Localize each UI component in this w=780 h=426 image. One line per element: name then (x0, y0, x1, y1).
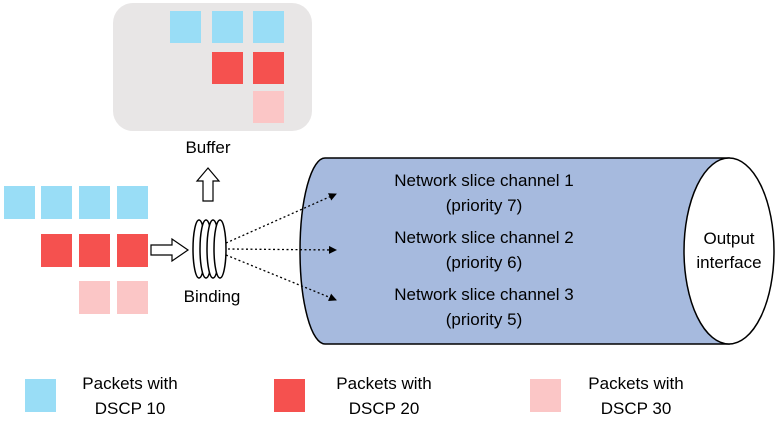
packet-dscp20 (117, 234, 148, 267)
buffer-packet-dscp30 (253, 91, 284, 123)
legend-swatch-dscp20 (274, 379, 305, 412)
legend-dscp20-line1: Packets with (336, 374, 431, 393)
network-slice-pipe (299, 157, 775, 345)
packet-dscp10 (117, 186, 148, 219)
channel-3-name: Network slice channel 3 (394, 285, 574, 304)
packet-dscp30 (117, 281, 148, 314)
legend: Packets with DSCP 10 Packets with DSCP 2… (25, 374, 684, 418)
channel-1-priority: (priority 7) (446, 196, 523, 215)
output-interface-line2: interface (696, 253, 761, 272)
legend-dscp10-line1: Packets with (82, 374, 177, 393)
channel-2-arrow (227, 245, 337, 254)
channel-2-priority: (priority 6) (446, 253, 523, 272)
buffer-label: Buffer (185, 138, 230, 157)
up-arrow-icon (195, 167, 221, 202)
channel-3-priority: (priority 5) (446, 310, 523, 329)
packet-dscp10 (79, 186, 110, 219)
buffer-packet-dscp10 (170, 11, 201, 43)
channel-1-arrow (225, 193, 337, 244)
channel-2-name: Network slice channel 2 (394, 228, 574, 247)
incoming-packets (4, 186, 148, 314)
buffer-packet-dscp20 (253, 52, 284, 84)
channel-1-name: Network slice channel 1 (394, 171, 574, 190)
channel-3-arrow (225, 254, 337, 302)
legend-dscp10-line2: DSCP 10 (95, 399, 166, 418)
legend-swatch-dscp30 (530, 379, 561, 412)
buffer-packet-dscp10 (212, 11, 243, 43)
channel-3-label: Network slice channel 3 (priority 5) (394, 285, 574, 329)
buffer-packets (170, 11, 284, 123)
right-arrow-icon (150, 237, 190, 263)
legend-swatch-dscp10 (25, 379, 56, 412)
packet-dscp10 (4, 186, 35, 219)
legend-dscp30-line1: Packets with (588, 374, 683, 393)
buffer-packet-dscp10 (253, 11, 284, 43)
binding-label: Binding (184, 287, 241, 306)
channel-1-label: Network slice channel 1 (priority 7) (394, 171, 574, 215)
output-interface-end (683, 157, 775, 345)
packet-dscp30 (79, 281, 110, 314)
binding-coil-icon (192, 219, 227, 279)
packet-dscp20 (79, 234, 110, 267)
buffer-packet-dscp20 (212, 52, 243, 84)
legend-dscp20-line2: DSCP 20 (349, 399, 420, 418)
legend-dscp30-line2: DSCP 30 (601, 399, 672, 418)
packet-dscp10 (41, 186, 72, 219)
output-interface-line1: Output (703, 229, 754, 248)
channel-2-label: Network slice channel 2 (priority 6) (394, 228, 574, 272)
packet-dscp20 (41, 234, 72, 267)
